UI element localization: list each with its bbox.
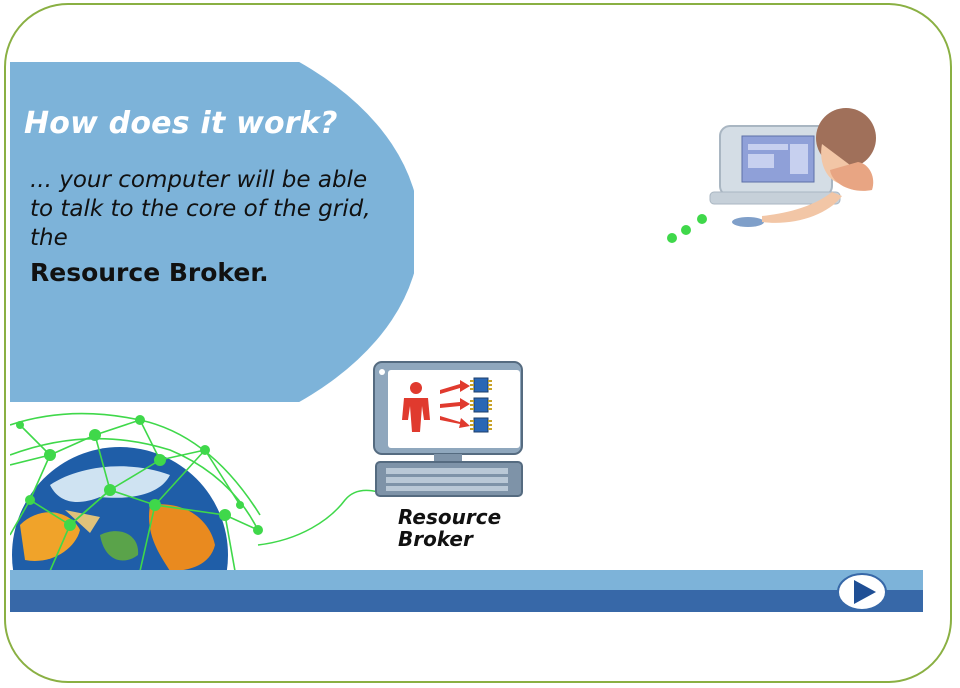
text-bubble	[10, 62, 414, 402]
footer-band-light	[10, 570, 923, 592]
globe-grid-illustration	[10, 412, 263, 571]
user-at-computer-illustration	[667, 108, 876, 243]
footer-band-dark	[10, 590, 923, 612]
slide-title: How does it work?	[24, 106, 338, 141]
broker-computer-illustration	[373, 361, 523, 497]
slide-body-text: ... your computer will be able to talk t…	[30, 167, 371, 251]
resource-broker-label: Resource Broker	[398, 505, 502, 551]
play-next-icon	[837, 573, 887, 611]
next-slide-button[interactable]	[836, 572, 888, 612]
slide-frame	[4, 3, 952, 683]
slide-body-emphasis: Resource Broker.	[30, 258, 269, 287]
